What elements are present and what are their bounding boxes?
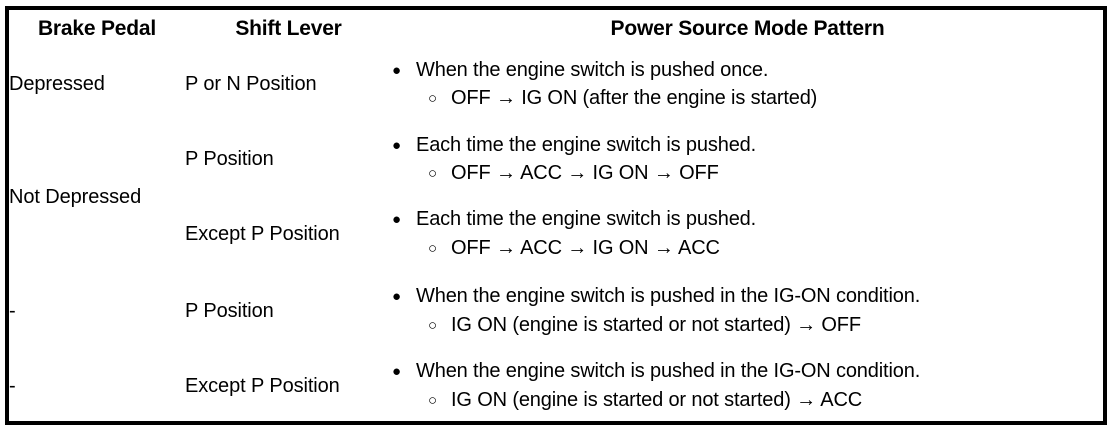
- pattern-text: IG ON (engine is started or not started)…: [451, 388, 863, 411]
- cell-pattern-row-4: ● When the engine switch is pushed in the…: [392, 271, 1105, 350]
- condition-text: Each time the engine switch is pushed.: [416, 133, 757, 156]
- condition-line: ● When the engine switch is pushed in the…: [392, 357, 1103, 385]
- cell-shift-lever-except-p-position: Except P Position: [185, 196, 392, 271]
- bullet-hollow-icon: ○: [428, 90, 437, 107]
- cell-pattern-row-5: ● When the engine switch is pushed in the…: [392, 350, 1105, 423]
- power-source-mode-table: Brake Pedal Shift Lever Power Source Mod…: [5, 6, 1107, 425]
- bullet-hollow-icon: ○: [428, 239, 437, 257]
- pattern-text: IG ON (engine is started or not started)…: [451, 313, 861, 336]
- table-row: - P Position ● When the engine switch is …: [7, 271, 1105, 350]
- bullet-filled-icon: ●: [392, 363, 401, 381]
- condition-text: When the engine switch is pushed in the …: [416, 285, 921, 308]
- column-header-power-source-mode-pattern: Power Source Mode Pattern: [392, 8, 1105, 46]
- table-header: Brake Pedal Shift Lever Power Source Mod…: [7, 8, 1105, 46]
- pattern-line: ○ OFF → ACC → IG ON → ACC: [392, 234, 1103, 262]
- condition-text: When the engine switch is pushed once.: [416, 58, 769, 81]
- pattern-text: OFF → IG ON (after the engine is started…: [451, 87, 818, 109]
- pattern-text: OFF → ACC → IG ON → ACC: [451, 236, 720, 259]
- cell-shift-lever-p-or-n: P or N Position: [185, 46, 392, 122]
- condition-line: ● Each time the engine switch is pushed.: [392, 131, 1103, 159]
- table-body: Depressed P or N Position ● When the engi…: [7, 46, 1105, 423]
- condition-text: Each time the engine switch is pushed.: [416, 208, 757, 231]
- table-row: Except P Position ● Each time the engine …: [7, 196, 1105, 271]
- table-row: Not Depressed P Position ● Each time the …: [7, 122, 1105, 271]
- bullet-filled-icon: ●: [392, 211, 401, 229]
- cell-shift-lever-p-position: P Position: [185, 122, 392, 196]
- cell-pattern-row-1: ●When the engine switch is pushed once. …: [392, 46, 1105, 122]
- cell-shift-lever-p-position-2: P Position: [185, 271, 392, 350]
- cell-brake-pedal-not-depressed: Not Depressed: [7, 122, 185, 271]
- bullet-hollow-icon: ○: [428, 165, 437, 182]
- bullet-filled-icon: ●: [392, 61, 401, 79]
- cell-pattern-row-3: ●Each time the engine switch is pushed. …: [392, 196, 1105, 271]
- condition-line: ● When the engine switch is pushed once.: [392, 56, 1103, 84]
- pattern-line: ○ OFF → IG ON (after the engine is starte…: [392, 84, 1103, 112]
- condition-line: ● When the engine switch is pushed in the…: [392, 282, 1103, 310]
- table-row: Depressed P or N Position ● When the engi…: [7, 46, 1105, 122]
- cell-pattern-row-2: ●Each time the engine switch is pushed. …: [392, 122, 1105, 196]
- cell-shift-lever-except-p-position-2: Except P Position: [185, 350, 392, 423]
- table-row: - Except P Position ● When the engine swi…: [7, 350, 1105, 423]
- pattern-line: ○ IG ON (engine is started or not started…: [392, 386, 1103, 414]
- bullet-filled-icon: ●: [392, 136, 401, 154]
- pattern-line: ○ OFF → ACC → IG ON → OFF: [392, 159, 1103, 187]
- column-header-shift-lever: Shift Lever: [185, 8, 392, 46]
- cell-brake-pedal-none-1: -: [7, 271, 185, 350]
- pattern-text: OFF → ACC → IG ON → OFF: [451, 162, 719, 184]
- pattern-line: ○ IG ON (engine is started or not started…: [392, 311, 1103, 339]
- bullet-filled-icon: ●: [392, 288, 401, 306]
- bullet-hollow-icon: ○: [428, 391, 437, 409]
- cell-brake-pedal-none-2: -: [7, 350, 185, 423]
- cell-brake-pedal-depressed: Depressed: [7, 46, 185, 122]
- column-header-brake-pedal: Brake Pedal: [7, 8, 185, 46]
- condition-text: When the engine switch is pushed in the …: [416, 360, 921, 383]
- table-header-row: Brake Pedal Shift Lever Power Source Mod…: [7, 8, 1105, 46]
- bullet-hollow-icon: ○: [428, 316, 437, 334]
- condition-line: ● Each time the engine switch is pushed.: [392, 205, 1103, 233]
